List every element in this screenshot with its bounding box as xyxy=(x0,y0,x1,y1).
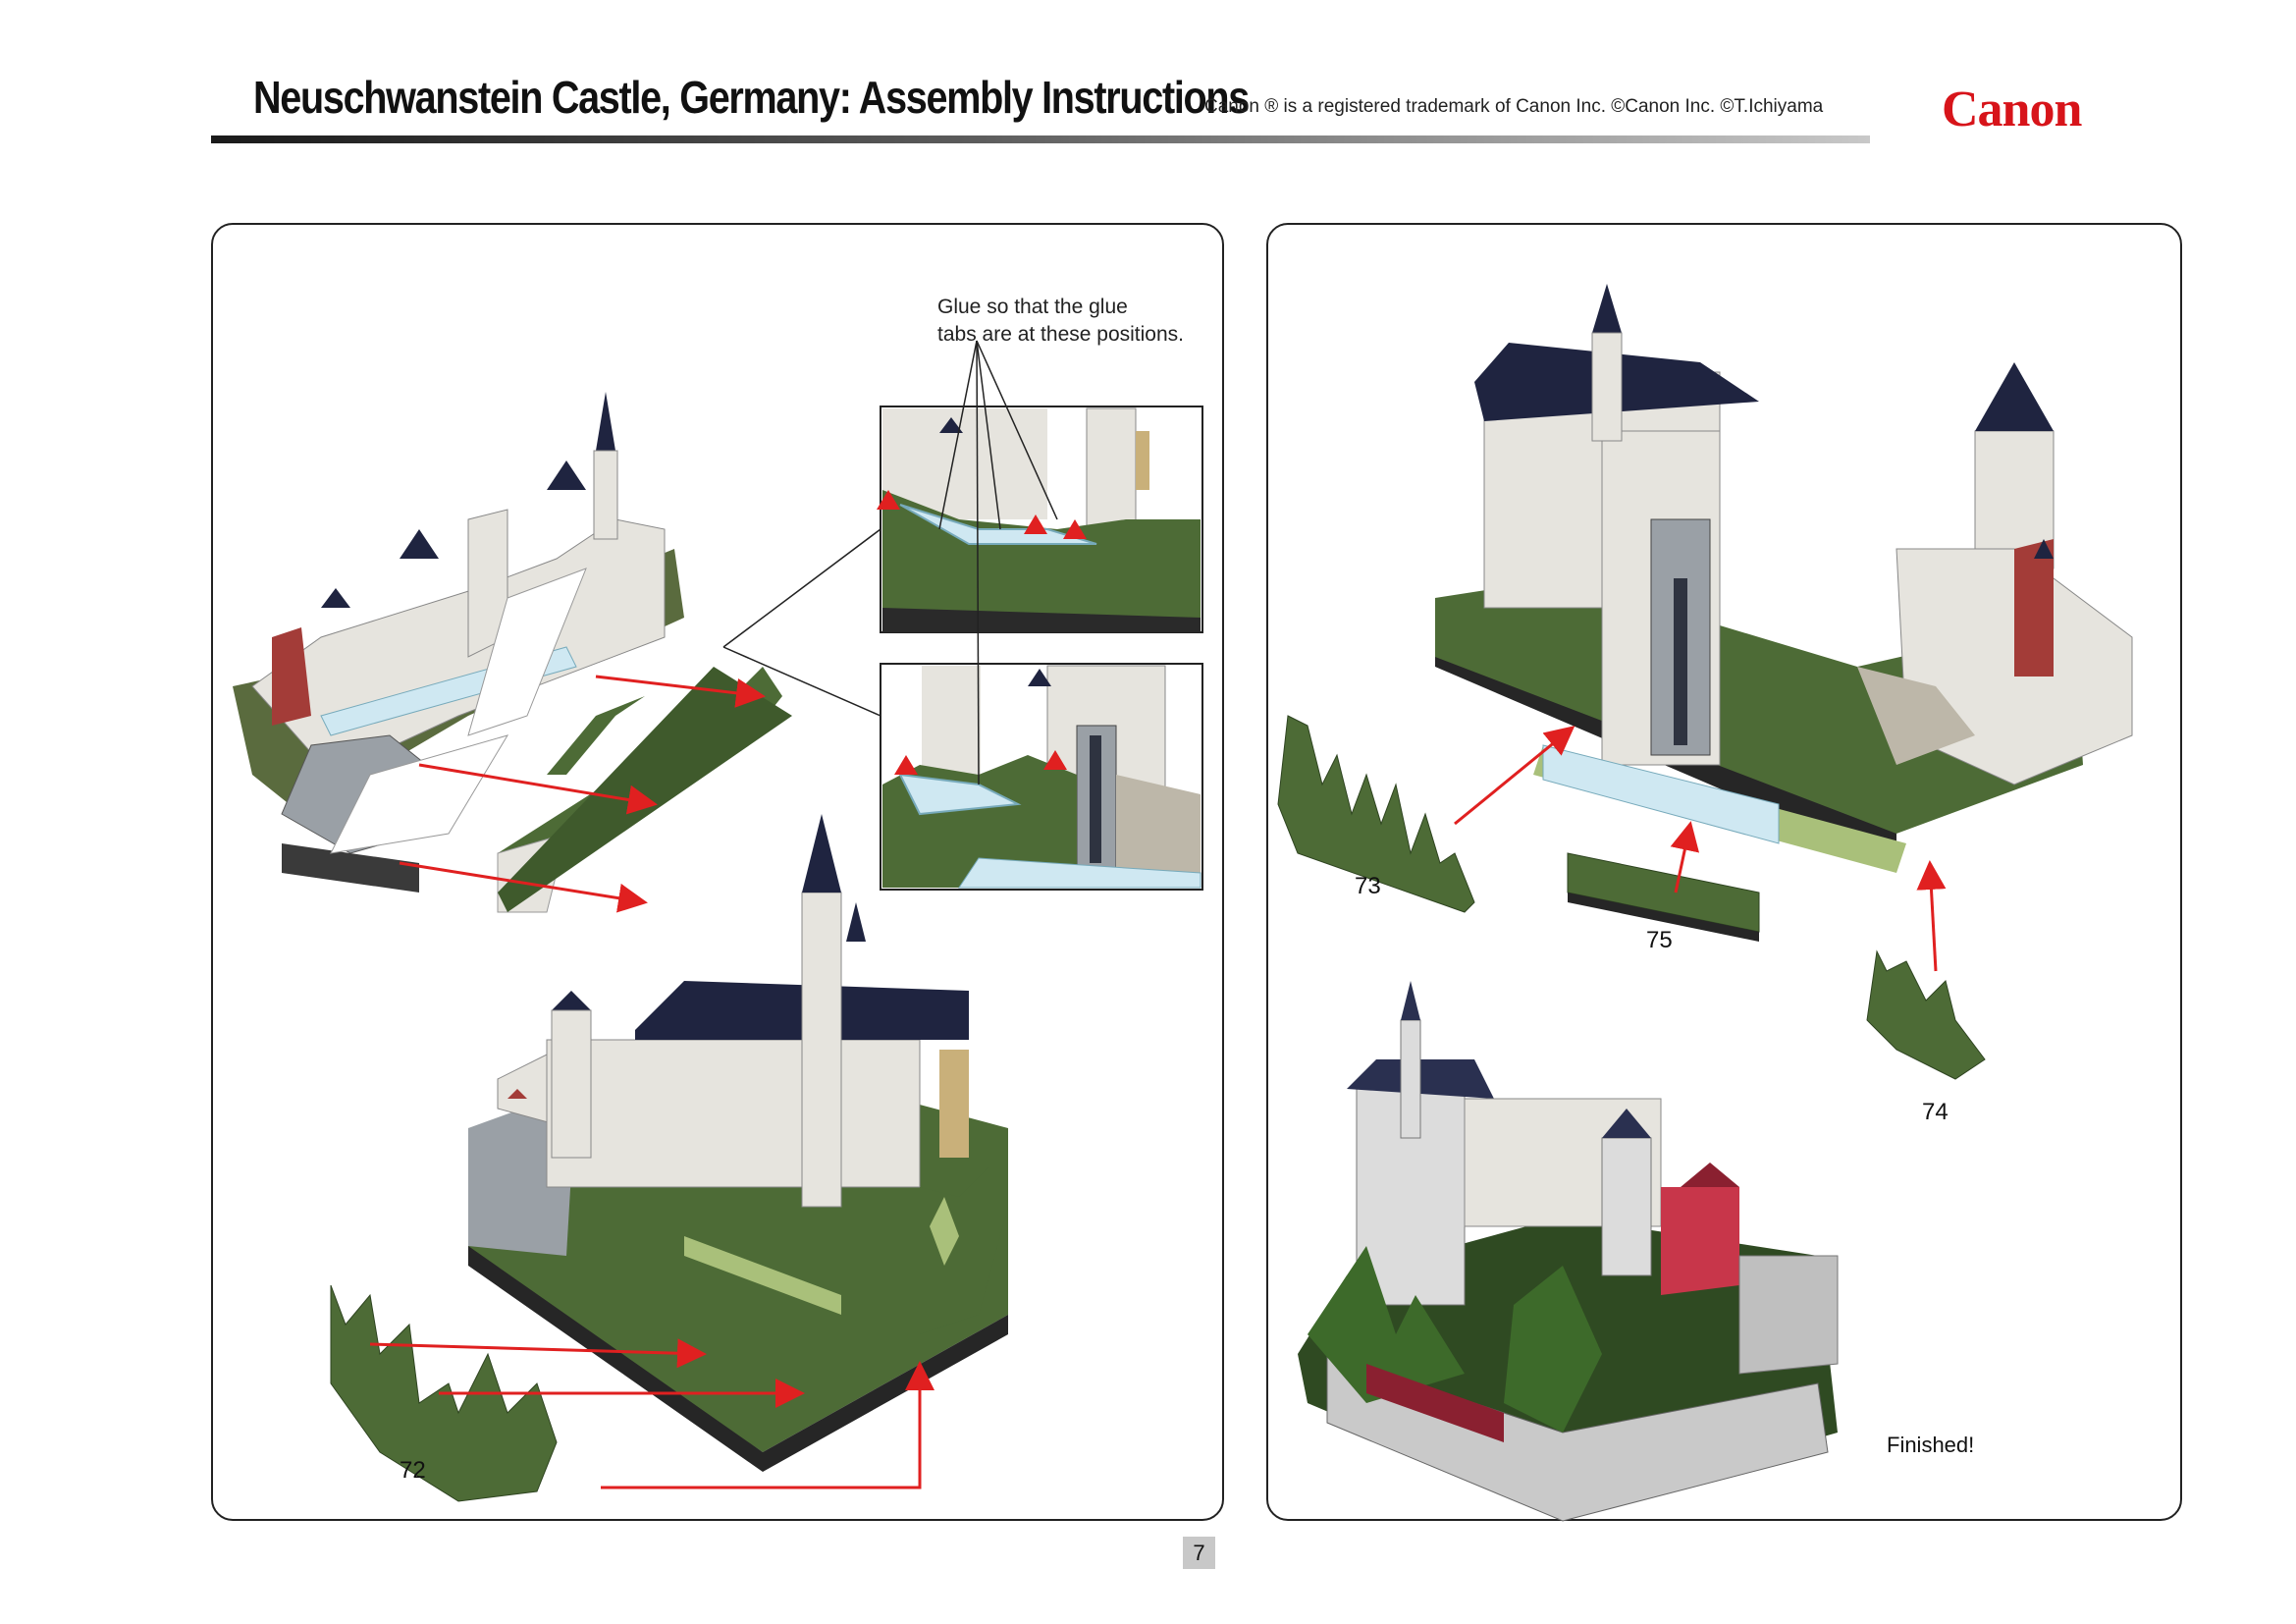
glue-callout-line2: tabs are at these positions. xyxy=(937,323,1184,346)
right-instruction-panel: 73 75 74 Finished! xyxy=(1266,223,2182,1522)
detail-box-top xyxy=(877,406,1203,633)
glue-callout-line1: Glue so that the glue xyxy=(937,296,1128,318)
castle-front-view-model xyxy=(468,814,1008,1472)
part-label-75: 75 xyxy=(1646,927,1673,953)
finished-castle-model xyxy=(1298,981,1839,1522)
glue-callout-note: Glue so that the glue tabs are at these … xyxy=(937,294,1184,349)
page-title: Neuschwanstein Castle, Germany: Assembly… xyxy=(253,72,1250,123)
part-label-72: 72 xyxy=(400,1457,426,1484)
castle-upper-assembly-model xyxy=(1435,284,2133,873)
left-instruction-panel: Glue so that the glue tabs are at these … xyxy=(211,223,1224,1521)
trademark-note: Canon ® is a registered trademark of Can… xyxy=(1204,96,1824,117)
part-74-cliff-piece xyxy=(1866,949,1986,1080)
part-73-cliff-piece xyxy=(1277,715,1475,913)
part-label-73: 73 xyxy=(1355,873,1381,899)
finished-label: Finished! xyxy=(1887,1433,1975,1457)
part-75-base-strip xyxy=(1567,852,1760,942)
castle-back-view-model xyxy=(233,392,684,893)
page-number: 7 xyxy=(1183,1537,1215,1569)
part-label-74: 74 xyxy=(1922,1099,1949,1125)
header-rule xyxy=(211,135,1870,143)
left-assembly-illustration xyxy=(233,340,1203,1502)
canon-logo: Canon xyxy=(1942,81,2082,137)
right-assembly-illustration xyxy=(1277,284,2133,1522)
detail-box-bottom xyxy=(880,663,1203,891)
